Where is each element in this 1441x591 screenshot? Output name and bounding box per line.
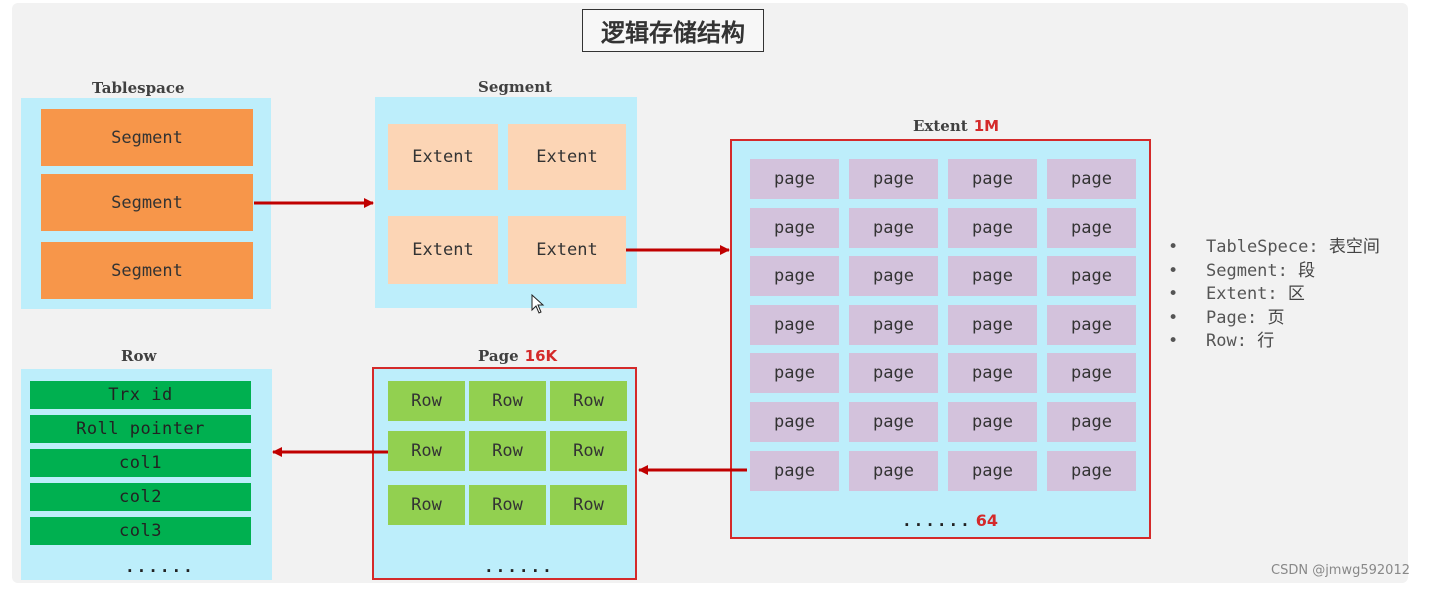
mouse-cursor-icon — [531, 294, 545, 314]
row-ellipsis: ...... — [125, 557, 195, 576]
row-column: col3 — [30, 517, 251, 545]
legend-item: •Extent: 区 — [1168, 284, 1305, 304]
page-cell: page — [948, 353, 1037, 394]
page-cell: page — [849, 304, 938, 345]
legend-translation: 区 — [1287, 284, 1305, 304]
legend-item: •Page: 页 — [1168, 307, 1285, 328]
page-cell: page — [750, 207, 839, 248]
page-cell: page — [948, 159, 1037, 199]
legend-term: Page: — [1206, 307, 1258, 328]
row-column: col2 — [30, 483, 251, 511]
page-cell: page — [1047, 450, 1136, 491]
row-column: Roll pointer — [30, 415, 251, 443]
row-cell: Row — [469, 381, 546, 421]
page-cell: page — [948, 402, 1037, 442]
page-cell: page — [1047, 304, 1136, 345]
tablespace-panel: Segment Segment Segment — [21, 98, 271, 309]
page-cell: page — [750, 304, 839, 345]
row-cell: Row — [469, 485, 546, 525]
row-cell: Row — [388, 485, 465, 525]
page-cell: page — [1047, 353, 1136, 394]
extent-label-text: Extent — [913, 117, 968, 135]
page-cell: page — [849, 402, 938, 442]
page-cell: page — [948, 304, 1037, 345]
legend-term: TableSpece: — [1206, 237, 1319, 257]
row-cell: Row — [388, 381, 465, 421]
row-column: col1 — [30, 449, 251, 477]
page-cell: page — [1047, 256, 1136, 297]
legend-translation: 段 — [1298, 260, 1316, 281]
legend-item: •Segment: 段 — [1168, 260, 1316, 281]
row-cell: Row — [550, 381, 627, 421]
segment-extent: Extent — [508, 216, 626, 284]
segment-extent: Extent — [388, 124, 498, 190]
page-cell: page — [849, 353, 938, 394]
extent-size: 1M — [973, 117, 1000, 135]
segment-label: Segment — [478, 78, 553, 96]
tablespace-segment: Segment — [41, 242, 253, 299]
row-label: Row — [121, 347, 157, 365]
page-cell: page — [750, 450, 839, 491]
extent-label: Extent 1M — [913, 117, 999, 135]
page-cell: page — [849, 256, 938, 297]
row-cell: Row — [388, 431, 465, 471]
row-column: Trx id — [30, 381, 251, 409]
page-cell: page — [849, 159, 938, 199]
page-label-text: Page — [478, 347, 519, 365]
page-cell: page — [948, 207, 1037, 248]
page-cell: page — [1047, 402, 1136, 442]
legend-item: •TableSpece: 表空间 — [1168, 237, 1380, 257]
legend-term: Row: — [1206, 331, 1247, 351]
legend-translation: 表空间 — [1328, 237, 1380, 257]
page-cell: page — [1047, 159, 1136, 199]
page-cell: page — [750, 402, 839, 442]
page-cell: page — [750, 353, 839, 394]
row-cell: Row — [469, 431, 546, 471]
page-ellipsis: ...... — [484, 557, 554, 576]
row-cell: Row — [550, 485, 627, 525]
diagram-title: 逻辑存储结构 — [582, 9, 764, 52]
extent-page-count: 64 — [975, 511, 999, 530]
page-cell: page — [948, 256, 1037, 297]
segment-extent: Extent — [508, 124, 626, 190]
page-cell: page — [849, 207, 938, 248]
legend-translation: 页 — [1267, 307, 1285, 328]
legend-list: •TableSpece: 表空间 •Segment: 段 •Extent: 区 … — [1168, 232, 1380, 351]
tablespace-label: Tablespace — [92, 79, 185, 97]
legend-item: •Row: 行 — [1168, 331, 1275, 351]
segment-extent: Extent — [388, 216, 498, 284]
page-cell: page — [948, 450, 1037, 491]
row-cell: Row — [550, 431, 627, 471]
extent-dots: ...... — [902, 511, 972, 530]
segment-panel: Extent Extent Extent Extent — [375, 97, 637, 308]
page-cell: page — [849, 450, 938, 491]
extent-ellipsis: ......64 — [902, 511, 998, 530]
watermark: CSDN @jmwg592012 — [1271, 563, 1410, 578]
tablespace-segment: Segment — [41, 109, 253, 166]
page-cell: page — [750, 159, 839, 199]
page-label: Page 16K — [478, 347, 557, 365]
legend-translation: 行 — [1257, 331, 1275, 351]
legend-term: Segment: — [1206, 260, 1288, 281]
row-panel: Trx id Roll pointer col1 col2 col3 .....… — [21, 369, 272, 580]
page-size: 16K — [524, 347, 558, 365]
legend-term: Extent: — [1206, 284, 1278, 304]
page-cell: page — [1047, 207, 1136, 248]
page-cell: page — [750, 256, 839, 297]
tablespace-segment: Segment — [41, 174, 253, 231]
